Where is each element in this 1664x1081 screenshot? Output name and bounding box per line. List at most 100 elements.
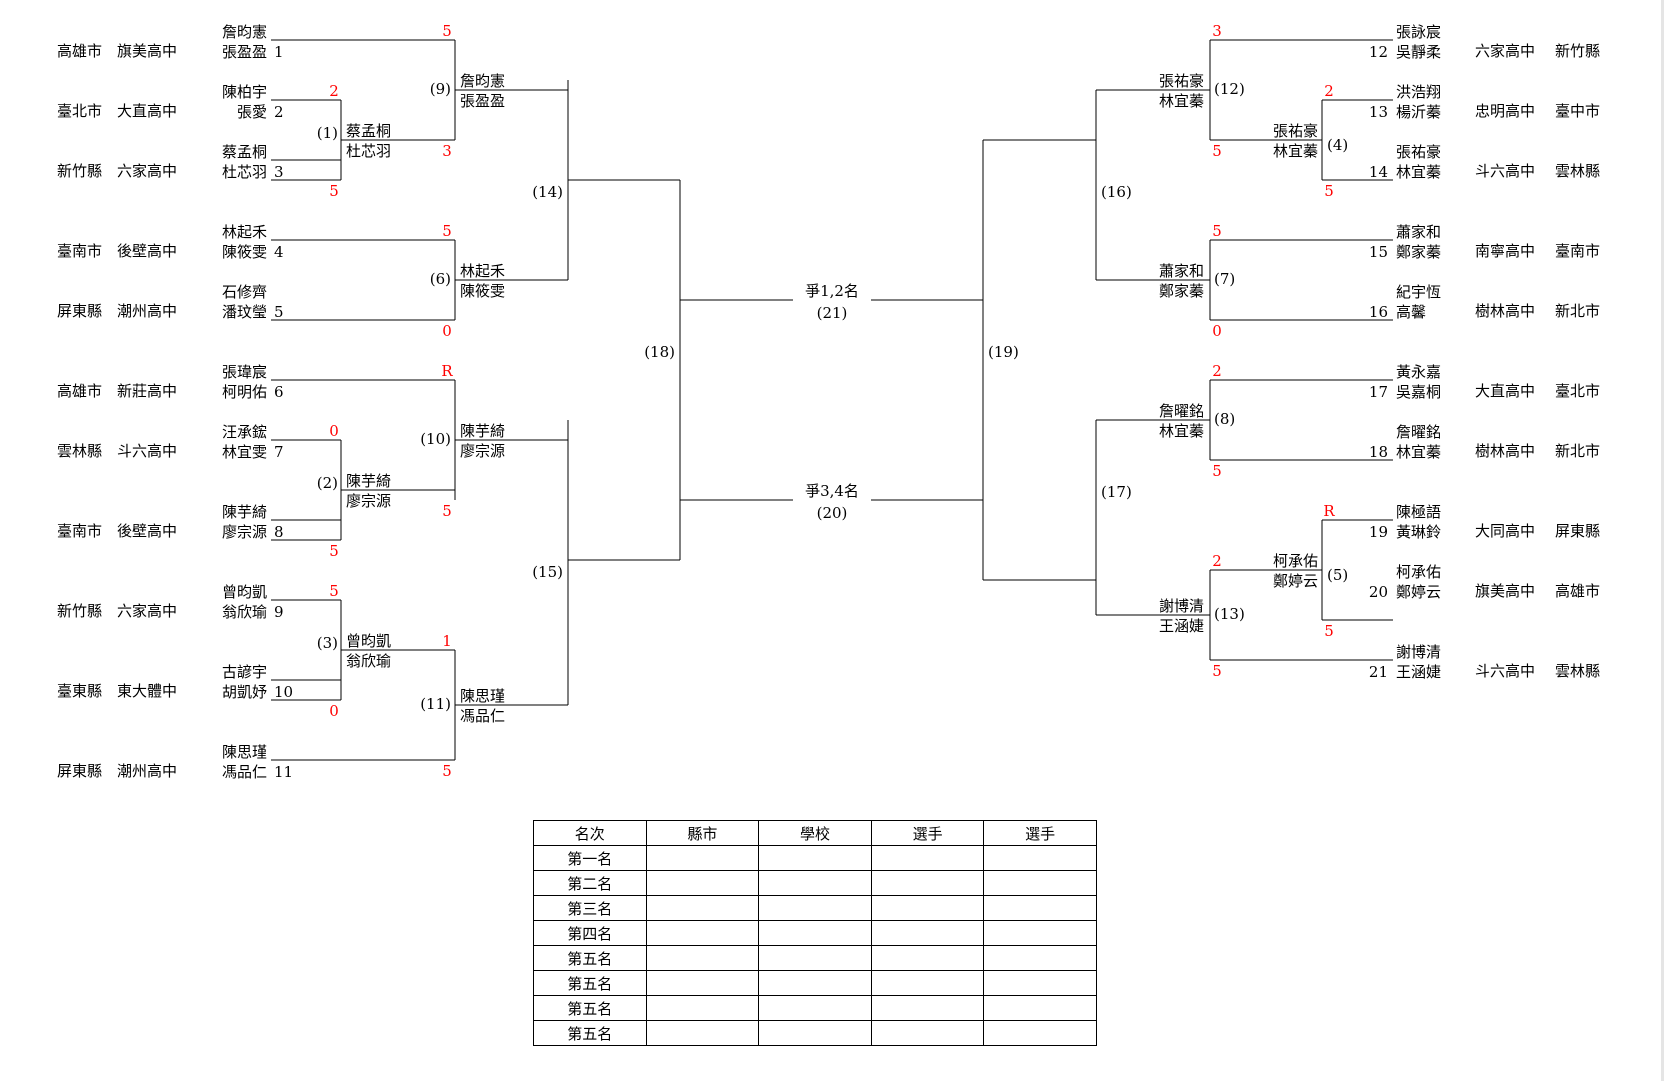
entry-number: 2 [274, 103, 284, 121]
entry-school: 後壁高中 [117, 522, 177, 540]
match-id: (11) [420, 695, 451, 713]
entry-region: 新北市 [1555, 442, 1600, 460]
entry-school: 斗六高中 [1475, 162, 1535, 180]
entry-player-1: 柯承佑 [1396, 563, 1441, 581]
entry-player-2: 張盈盈 [222, 43, 267, 61]
entry-player-1: 蔡孟桐 [222, 143, 267, 161]
match-id: (14) [532, 183, 563, 201]
ranking-row: 第五名 [533, 945, 1097, 971]
match-score-top: 2 [1212, 362, 1222, 380]
entry-player-2: 廖宗源 [222, 523, 267, 541]
match-winner-2: 翁欣瑜 [346, 652, 391, 670]
match-winner-2: 廖宗源 [460, 442, 505, 460]
entry-player-2: 林宜雯 [222, 443, 267, 461]
match-winner-2: 王涵婕 [1159, 617, 1204, 635]
entry-player-1: 洪浩翔 [1396, 83, 1441, 101]
match-winner-2: 馮品仁 [460, 707, 505, 725]
match-winner-2: 廖宗源 [346, 492, 391, 510]
match-winner-2: 杜芯羽 [346, 142, 391, 160]
ranking-row: 第五名 [533, 1020, 1097, 1046]
entry-player-2: 黃琳鈴 [1396, 523, 1441, 541]
match-score-bottom: 5 [1324, 622, 1334, 640]
entry-player-2: 翁欣瑜 [222, 603, 267, 621]
entry-school: 大直高中 [1475, 382, 1535, 400]
entry-player-2: 杜芯羽 [222, 163, 267, 181]
ranking-row: 第五名 [533, 970, 1097, 996]
entry-player-2: 林宜蓁 [1396, 443, 1441, 461]
entry-player-1: 古諺宇 [222, 663, 267, 681]
match-score-bottom: 5 [442, 762, 452, 780]
final-3-4-id: (20) [817, 504, 848, 522]
match-winner-1: 柯承佑 [1273, 552, 1318, 570]
entry-school: 旗美高中 [117, 42, 177, 60]
scrollbar-edge [1661, 0, 1664, 1081]
rank-label: 第一名 [533, 845, 647, 871]
entry-player-1: 謝博清 [1396, 643, 1441, 661]
entry-region: 屏東縣 [1555, 522, 1600, 540]
entry-player-2: 吳嘉桐 [1396, 383, 1441, 401]
match-id: (4) [1327, 136, 1348, 154]
rank-label: 第二名 [533, 870, 647, 896]
entry-school: 樹林高中 [1475, 442, 1535, 460]
entry-school: 六家高中 [117, 602, 177, 620]
ranking-row: 第二名 [533, 870, 1097, 896]
entry-player-2: 吳靜柔 [1396, 43, 1441, 61]
entry-region: 雲林縣 [1555, 662, 1600, 680]
entry-region: 臺北市 [57, 102, 102, 120]
match-score-top: 2 [1212, 552, 1222, 570]
match-id: (16) [1101, 183, 1132, 201]
match-id: (18) [644, 343, 675, 361]
match-score-top: 0 [329, 422, 339, 440]
entry-player-2: 高馨 [1396, 303, 1426, 321]
entry-number: 4 [274, 243, 284, 261]
entry-player-1: 詹昀憲 [222, 23, 267, 41]
match-winner-1: 謝博清 [1159, 597, 1204, 615]
entry-school: 東大體中 [117, 682, 177, 700]
header-player-2: 選手 [983, 820, 1097, 846]
match-score-top: 3 [1212, 22, 1222, 40]
entry-player-1: 陳柏宇 [222, 83, 267, 101]
entry-school: 潮州高中 [117, 302, 177, 320]
match-score-top: R [441, 362, 453, 380]
entry-player-2: 張愛 [237, 103, 267, 121]
entry-region: 高雄市 [57, 42, 102, 60]
header-region: 縣市 [645, 820, 760, 846]
match-score-bottom: 3 [442, 142, 452, 160]
entry-number: 7 [274, 443, 284, 461]
entry-number: 20 [1369, 583, 1388, 601]
ranking-table: 名次 縣市 學校 選手 選手 第一名 第二名 第三名 第四名 第五名 第五名 第… [533, 820, 1097, 1046]
match-id: (5) [1327, 566, 1348, 584]
entry-region: 新竹縣 [57, 162, 102, 180]
entry-player-2: 楊沂蓁 [1396, 103, 1441, 121]
match-score-bottom: 5 [1212, 142, 1222, 160]
match-winner-2: 林宜蓁 [1159, 92, 1204, 110]
final-1-2-label: 爭1,2名 [805, 282, 859, 300]
match-winner-1: 詹昀憲 [460, 72, 505, 90]
entry-region: 新竹縣 [1555, 42, 1600, 60]
match-winner-1: 林起禾 [460, 262, 505, 280]
entry-school: 後壁高中 [117, 242, 177, 260]
entry-number: 5 [274, 303, 284, 321]
entry-region: 屏東縣 [57, 762, 102, 780]
entry-region: 高雄市 [57, 382, 102, 400]
match-score-top: 5 [329, 582, 339, 600]
rank-label: 第五名 [533, 995, 647, 1021]
match-winner-1: 蕭家和 [1159, 262, 1204, 280]
entry-player-1: 陳極語 [1396, 503, 1441, 521]
entry-player-1: 曾昀凱 [222, 583, 267, 601]
entry-school: 樹林高中 [1475, 302, 1535, 320]
entry-number: 1 [274, 43, 284, 61]
entry-player-2: 鄭婷云 [1396, 583, 1441, 601]
match-score-top: R [1323, 502, 1335, 520]
match-score-top: 2 [1324, 82, 1334, 100]
match-winner-2: 林宜蓁 [1159, 422, 1204, 440]
match-id: (9) [430, 80, 451, 98]
match-id: (2) [317, 474, 338, 492]
entry-number: 12 [1369, 43, 1388, 61]
entry-player-2: 鄭家蓁 [1396, 243, 1441, 261]
entry-player-2: 陳筱雯 [222, 243, 267, 261]
rank-label: 第五名 [533, 970, 647, 996]
entry-player-1: 石修齊 [222, 283, 267, 301]
entry-number: 6 [274, 383, 284, 401]
